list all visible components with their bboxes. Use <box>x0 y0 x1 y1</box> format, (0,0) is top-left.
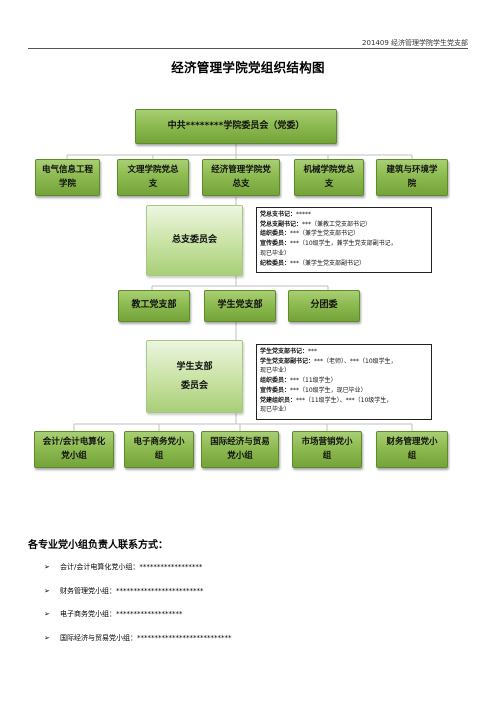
party-group-label: 党小组 <box>61 450 87 461</box>
info-label: 学生党支部副书记： <box>260 357 315 365</box>
info-value: ***（11级学生） <box>290 377 337 385</box>
party-group-label: 会计/会计电算化 <box>42 437 106 448</box>
contacts-heading: 各专业党小组负责人联系方式： <box>28 540 168 551</box>
list-item: ➢ 财务管理党小组：************************* <box>44 584 232 608</box>
contacts-list: ➢ 会计/会计电算化党小组：****************** ➢ 财务管理党小组… <box>44 560 232 654</box>
branch-box: 机械学院党总支 <box>294 159 364 196</box>
info-value: ***（10级学生，现已毕业） <box>290 386 367 394</box>
party-group-box: 电子商务党小组 <box>124 431 194 468</box>
party-group-box: 财务管理党小组 <box>376 431 448 468</box>
branch-label: 院 <box>407 178 417 189</box>
info-label: 党建组织员： <box>260 396 297 404</box>
list-item: ➢ 国际经济与贸易党小组：*************************** <box>44 631 232 655</box>
party-committee-box: 中共********学院委员会（党委） <box>135 109 337 144</box>
info-label: 学生党支部书记： <box>260 348 309 355</box>
student-committee-label: 学生支部 <box>176 361 213 372</box>
info-label: 纪检委员： <box>260 259 291 267</box>
branch-label: 支 <box>324 178 334 189</box>
sub-branch-box: 学生党支部 <box>204 290 276 322</box>
info-label: 党总支副书记： <box>260 220 303 228</box>
branch-label: 总支 <box>232 178 250 189</box>
branch-label: 建筑与环境学 <box>386 165 438 176</box>
general-committee-label: 总支委员会 <box>171 234 217 245</box>
general-committee-box: 总支委员会 <box>146 205 243 276</box>
contact-text: 财务管理党小组：************************* <box>60 586 204 595</box>
bullet-arrow-icon: ➢ <box>44 586 50 595</box>
branch-box: 经济管理学院党总支 <box>202 159 280 196</box>
info-label: 宣传委员： <box>260 240 291 248</box>
page-header-text: 201409 经济管理学院学生党支部 <box>362 39 468 47</box>
party-group-label: 财务管理党小 <box>386 437 438 448</box>
info-label: 宣传委员： <box>260 386 291 394</box>
info-label: 组织委员： <box>260 230 291 238</box>
info-value: *** <box>308 348 318 355</box>
contact-text: 会计/会计电算化党小组：****************** <box>60 563 203 571</box>
party-group-label: 组 <box>154 450 164 461</box>
info-label: 党总支书记： <box>260 211 297 218</box>
student-committee-info-box: 学生党支部书记：*** 学生党支部副书记：***（老师）、***（10级学生， … <box>256 344 432 420</box>
bullet-arrow-icon: ➢ <box>44 563 50 571</box>
info-value: 现已毕业） <box>260 249 291 257</box>
bullet-arrow-icon: ➢ <box>44 633 50 642</box>
branch-box: 电气信息工程学院 <box>35 159 100 196</box>
contact-text: 电子商务党小组：******************* <box>60 610 183 618</box>
party-group-label: 电子商务党小 <box>133 437 185 448</box>
contact-text: 国际经济与贸易党小组：*************************** <box>60 633 232 642</box>
party-group-label: 国际经济与贸易 <box>210 437 270 448</box>
info-value: 现已毕业） <box>260 406 291 414</box>
info-label: 组织委员： <box>260 377 291 385</box>
list-item: ➢ 电子商务党小组：******************* <box>44 607 232 631</box>
branch-box: 建筑与环境学院 <box>376 159 448 196</box>
party-group-label: 组 <box>322 450 332 461</box>
sub-branch-label: 分团委 <box>310 300 338 311</box>
branch-label: 支 <box>148 178 158 189</box>
party-group-box: 会计/会计电算化党小组 <box>34 431 114 468</box>
info-value: ***（11级学生）、***（10级学生， <box>296 396 393 404</box>
branch-label: 电气信息工程 <box>41 165 93 176</box>
party-group-label: 市场营销党小 <box>301 437 353 448</box>
party-group-label: 党小组 <box>227 450 253 461</box>
info-value: ***** <box>296 211 312 218</box>
branch-label: 学院 <box>58 178 76 189</box>
list-item: ➢ 会计/会计电算化党小组：****************** <box>44 560 232 584</box>
bullet-arrow-icon: ➢ <box>44 610 50 618</box>
branch-box: 文理学院党总支 <box>117 159 189 196</box>
student-committee-label: 委员会 <box>180 380 208 391</box>
sub-branch-box: 分团委 <box>288 290 360 322</box>
sub-branch-label: 学生党支部 <box>217 300 263 311</box>
sub-branch-label: 教工党支部 <box>131 300 177 311</box>
info-value: ***（兼学生党支部书记） <box>290 230 360 238</box>
student-committee-box: 学生支部委员会 <box>146 340 243 413</box>
sub-branch-box: 教工党支部 <box>118 290 190 322</box>
party-group-box: 国际经济与贸易党小组 <box>201 431 279 468</box>
branch-label: 经济管理学院党 <box>211 165 271 176</box>
party-group-box: 市场营销党小组 <box>292 431 362 468</box>
party-group-label: 组 <box>407 450 417 461</box>
info-value: 现已毕业） <box>260 367 291 375</box>
page-title: 经济管理学院党组织结构图 <box>171 60 325 75</box>
branch-label: 文理学院党总 <box>127 165 179 176</box>
info-value: ***（老师）、***（10级学生， <box>314 357 397 365</box>
header-rule <box>28 48 468 49</box>
info-value: ***（10级学生，兼学生党支部副书记， <box>290 240 397 248</box>
info-value: ***（兼学生党支部副书记） <box>290 259 366 267</box>
info-value: ***（兼教工党支部书记） <box>302 220 372 228</box>
general-committee-info-box: 党总支书记：***** 党总支副书记：***（兼教工党支部书记） 组织委员：**… <box>256 207 432 273</box>
party-committee-label: 中共********学院委员会（党委） <box>167 120 305 131</box>
branch-label: 机械学院党总 <box>303 165 355 176</box>
